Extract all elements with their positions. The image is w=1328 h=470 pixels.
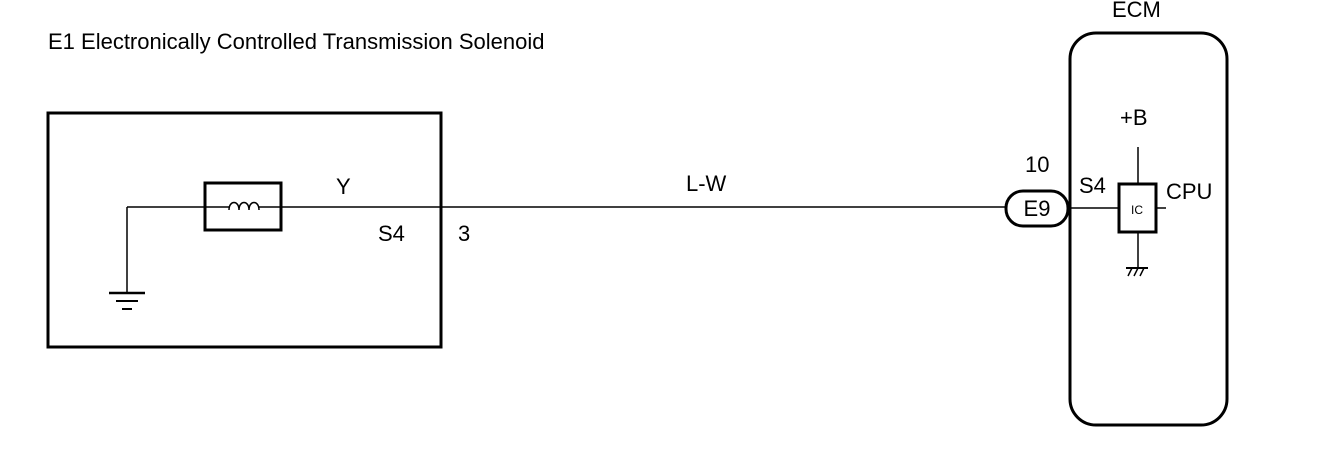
solenoid-coil-icon [203, 181, 283, 232]
chassis-ground-icon [1126, 267, 1148, 277]
ecm-terminal-name-label: S4 [1079, 173, 1106, 198]
cpu-label: CPU [1166, 179, 1212, 204]
harness-wire-color-label: L-W [686, 171, 727, 196]
solenoid-terminal-number-label: 3 [458, 221, 470, 246]
solenoid-terminal-name-label: S4 [378, 221, 405, 246]
ecm-label: ECM [1112, 0, 1161, 22]
solenoid-component-box [46, 111, 443, 349]
connector-id-label: E9 [1024, 196, 1051, 221]
ecm-box [1068, 31, 1229, 427]
ic-label: IC [1131, 203, 1143, 217]
diagram-title: E1 Electronically Controlled Transmissio… [48, 29, 544, 54]
power-supply-label: +B [1120, 105, 1148, 130]
connector-pin-label: 10 [1025, 152, 1049, 177]
solenoid-wire-color-label: Y [336, 174, 351, 199]
ground-icon [109, 291, 145, 310]
